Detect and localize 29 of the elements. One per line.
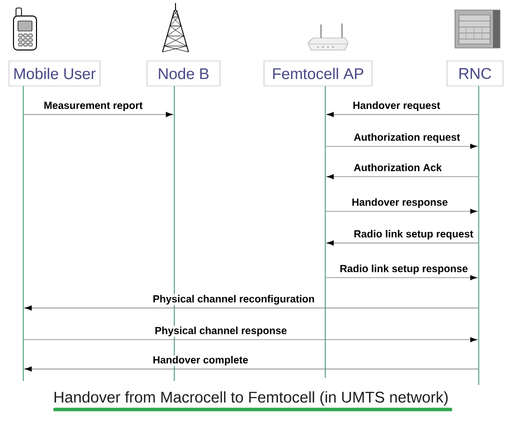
arrow	[24, 305, 479, 311]
participant-box: Mobile User	[8, 60, 100, 86]
arrow	[326, 174, 479, 180]
edge-label: Measurement report	[43, 101, 144, 112]
caption: Handover from Macrocell to Femtocell (in UMTS network)	[54, 391, 448, 406]
edge-label: Handover response	[351, 198, 448, 208]
edge-label: Radio link setup response	[339, 264, 468, 275]
lifeline	[174, 86, 175, 381]
lifeline	[478, 86, 480, 385]
participant-box: Node B	[146, 60, 220, 86]
arrow	[325, 275, 478, 280]
edge-label: Handover complete	[152, 355, 249, 366]
arrow	[326, 112, 479, 117]
edge-label: Authorization Ack	[353, 163, 442, 172]
edge-label: Physical channel reconfiguration	[152, 294, 316, 306]
arrow	[23, 337, 478, 342]
lifeline	[22, 86, 24, 381]
arrow	[24, 366, 479, 372]
edge-label: Radio link setup request	[353, 229, 474, 240]
arrow	[23, 112, 173, 117]
edge-label: Handover request	[352, 100, 441, 112]
edge-label: Physical channel response	[154, 326, 288, 337]
lifeline	[324, 86, 326, 378]
participant-box: Femtocell AP	[264, 60, 372, 86]
arrow	[325, 208, 478, 214]
arrow	[325, 144, 478, 149]
participant-box: RNC	[446, 60, 504, 86]
arrow	[326, 240, 479, 246]
edge-label: Authorization request	[353, 132, 461, 144]
